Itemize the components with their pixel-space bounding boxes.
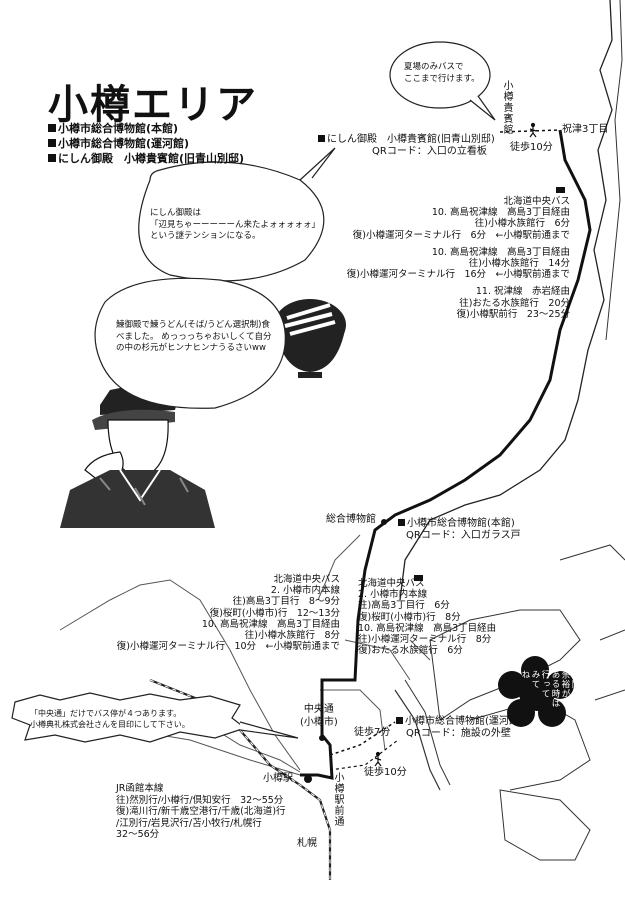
jr-line: JR函館本線 bbox=[116, 783, 164, 794]
bubble-nishin: にしん御殿は 「辺見ちゃーーーーーん来たよォォォォォ」 という謎テンションになる… bbox=[150, 208, 321, 241]
bus-stop-sogo bbox=[381, 519, 387, 525]
square-bullet-icon bbox=[48, 124, 56, 132]
bus-icon-right bbox=[414, 575, 423, 581]
bus-line: 復)小樽運河ターミナル行 10分 ←小樽駅前通まで bbox=[116, 641, 340, 653]
bubble-udon: 鰊御殿で鰊うどん(そば/うどん選択制)食べました。 めっっっちゃおいしくて自分の… bbox=[116, 320, 272, 353]
bubble-summer-shape bbox=[389, 41, 491, 109]
square-marker-icon bbox=[318, 135, 325, 142]
bus-info-right: 北海道中央バス 2. 小樽市内本線 往)高島3丁目行 6分 復)桜町(小樽市)行… bbox=[358, 578, 496, 656]
square-marker-icon bbox=[396, 717, 403, 724]
bus-line: 復)桜町(小樽市)行 12～13分 bbox=[209, 607, 340, 619]
bus-line: 10. 高島祝津線 高島3丁目経由 bbox=[431, 246, 570, 258]
bus-line: 復)小樽運河ターミナル行 16分 ←小樽駅前通まで bbox=[346, 269, 570, 281]
page-title: 小樽エリア bbox=[48, 81, 258, 128]
walk-time-bottom: 徒歩10分 bbox=[364, 767, 407, 778]
station-marker-otaru bbox=[304, 775, 312, 783]
ekimae-dori-label: 小樽駅前通 bbox=[332, 772, 343, 827]
walking-icon-bottom bbox=[374, 751, 382, 767]
bus-line: 往)高島3丁目行 8～9分 bbox=[232, 596, 340, 608]
bus-line: 往)小樽水族館行 6分 bbox=[474, 218, 570, 230]
bus-line: 2. 小樽市内本線 bbox=[270, 585, 340, 597]
plum-flower-badge bbox=[498, 656, 574, 727]
legend-item: 小樽市総合博物館(運河館) bbox=[48, 136, 244, 151]
bus-line: 2. 小樽市内本線 bbox=[358, 589, 428, 601]
bus-line: 北海道中央バス bbox=[273, 574, 340, 585]
coastline-north-inner bbox=[605, 0, 623, 341]
bubble-chuodori: 「中央通」だけでバス停が４つあります。 小樽典礼株式会社さんを目印にして下さい。 bbox=[30, 709, 190, 729]
square-marker-icon bbox=[398, 519, 405, 526]
bus-line: 復)小樽駅前行 23～25分 bbox=[456, 308, 570, 320]
legend: 小樽市総合博物館(本館) 小樽市総合博物館(運河館) にしん御殿 小樽貴賓館(旧… bbox=[48, 121, 244, 166]
bus-line: 往)高島3丁目行 6分 bbox=[358, 600, 450, 612]
bus-line: 10. 高島祝津線 高島3丁目経由 bbox=[201, 618, 340, 630]
harbor-piers bbox=[429, 609, 581, 721]
walk-time-7: 徒歩7分 bbox=[354, 727, 391, 738]
jr-line: 復)滝川行/新千歳空港行/千歳(北海道)行 bbox=[116, 806, 286, 817]
bubble-nishin-shape bbox=[138, 161, 325, 282]
walking-icon-top bbox=[529, 122, 537, 138]
chuodori-stop-label: 中央通 (小樽市) bbox=[300, 704, 338, 728]
bus-line: 往)小樽水族館行 8分 bbox=[244, 630, 340, 642]
jr-line: 32～56分 bbox=[116, 829, 160, 840]
kihinkan-label: 小樽貴賓館 bbox=[501, 80, 512, 135]
square-bullet-icon bbox=[48, 154, 56, 162]
walk-top bbox=[499, 129, 561, 133]
bus-line: 復)小樽運河ターミナル行 6分 ←小樽駅前通まで bbox=[352, 229, 570, 241]
bus-stop-chuodori bbox=[319, 735, 325, 741]
bus-line: 11. 祝津線 赤岩経由 bbox=[475, 286, 570, 298]
udon-bowl-illustration bbox=[274, 299, 346, 378]
bus-line: 復)桜町(小樽市)行 8分 bbox=[358, 611, 461, 623]
bus-line: 10. 高島祝津線 高島3丁目経由 bbox=[431, 207, 570, 219]
honkan-entry-label: 小樽市総合博物館(本館) bbox=[398, 518, 515, 531]
walk-time-top: 徒歩10分 bbox=[510, 142, 553, 153]
unga-entry-label: 小樽市総合博物館(運河館) bbox=[396, 716, 523, 729]
honkan-qr-label: QRコード：入口ガラス戸 bbox=[406, 530, 521, 541]
bubble-udon-shape bbox=[94, 277, 286, 409]
jr-line: /江別行/岩見沢行/苫小牧行/札幌行 bbox=[116, 817, 262, 829]
sogo-stop-label: 総合博物館 bbox=[326, 514, 376, 525]
kihinkan-entry-label: にしん御殿 小樽貴賓館(旧青山別邸) bbox=[318, 134, 495, 146]
bus-line: 往)おたる水族館行 20分 bbox=[459, 297, 570, 309]
bus-route bbox=[300, 129, 592, 780]
coastline-north bbox=[399, 0, 613, 601]
bus-info-left: 北海道中央バス 2. 小樽市内本線 往)高島3丁目行 8～9分 復)桜町(小樽市… bbox=[95, 574, 340, 652]
road-network bbox=[59, 579, 301, 771]
otaru-station-label: 小樽駅 bbox=[263, 773, 293, 784]
walk-bottom bbox=[329, 721, 396, 756]
bus-line: 復)おたる水族館行 6分 bbox=[358, 645, 463, 657]
bus-icon-top bbox=[556, 187, 565, 193]
legend-item: 小樽市総合博物館(本館) bbox=[48, 121, 244, 136]
square-bullet-icon bbox=[48, 139, 56, 147]
bus-line: 10. 高島祝津線 高島3丁目経由 bbox=[358, 622, 497, 634]
plum-badge-text: 時間に 余裕が ある時は 行って みて ね bbox=[520, 670, 580, 708]
kihinkan-qr-label: QRコード：入口の立看板 bbox=[372, 146, 487, 157]
bus-line: 往)小樽水族館行 14分 bbox=[468, 258, 570, 270]
canal bbox=[394, 689, 441, 791]
jr-info: JR函館本線 往)然別行/小樽行/倶知安行 32～55分 復)滝川行/新千歳空港… bbox=[116, 783, 286, 841]
bus-info-top: 北海道中央バス 10. 高島祝津線 高島3丁目経由 往)小樽水族館行 6分 復)… bbox=[340, 196, 570, 320]
bus-line: 北海道中央バス bbox=[503, 196, 570, 207]
bubble-summer: 夏場のみバスで ここまで行けます。 bbox=[404, 62, 480, 84]
bus-line: 往)小樽運河ターミナル行 8分 bbox=[358, 634, 492, 646]
legend-item: にしん御殿 小樽貴賓館(旧青山別邸) bbox=[48, 151, 244, 166]
shukutsu-stop-label: 祝津3丁目 bbox=[562, 124, 609, 135]
sapporo-label: 札幌 bbox=[297, 838, 317, 849]
bus-line: 北海道中央バス bbox=[358, 578, 425, 589]
jr-line: 往)然別行/小樽行/倶知安行 32～55分 bbox=[116, 794, 284, 806]
unga-qr-label: QRコード：施設の外壁 bbox=[406, 728, 511, 739]
